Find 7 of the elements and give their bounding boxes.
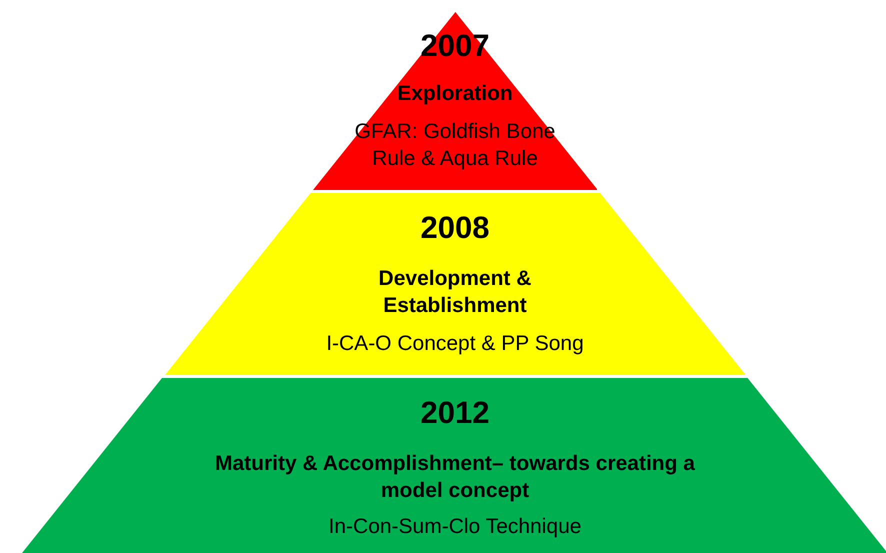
- stage-heading: Maturity & Accomplishment– towards creating a model concept: [214, 451, 696, 504]
- year-label: 2008: [420, 210, 490, 246]
- stage-heading: Exploration: [396, 81, 514, 107]
- stage-description: In-Con-Sum-Clo Technique: [328, 514, 582, 540]
- stage-heading: Development & Establishment: [378, 266, 532, 319]
- stage-description: I-CA-O Concept & PP Song: [325, 331, 585, 357]
- year-label: 2012: [420, 395, 490, 431]
